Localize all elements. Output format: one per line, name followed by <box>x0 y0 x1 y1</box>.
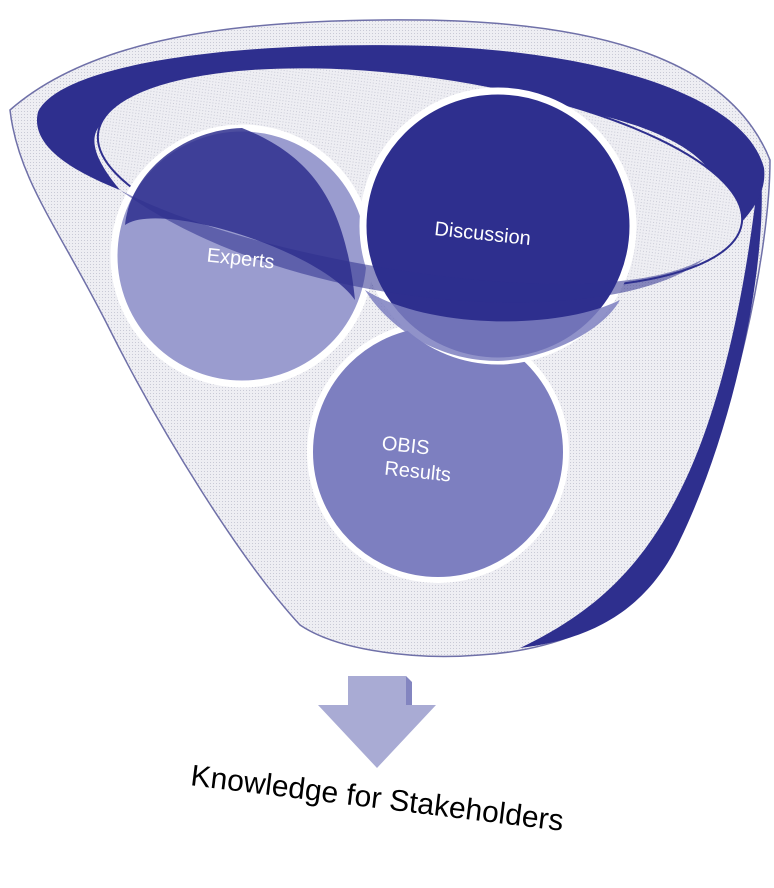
output-label: Knowledge for Stakeholders <box>189 759 565 837</box>
obis-label-line1: OBIS <box>381 433 431 460</box>
rim-overlay <box>120 190 705 303</box>
down-arrow-icon <box>318 676 436 768</box>
obis-results-circle <box>307 321 569 583</box>
funnel-rim <box>36 45 765 255</box>
